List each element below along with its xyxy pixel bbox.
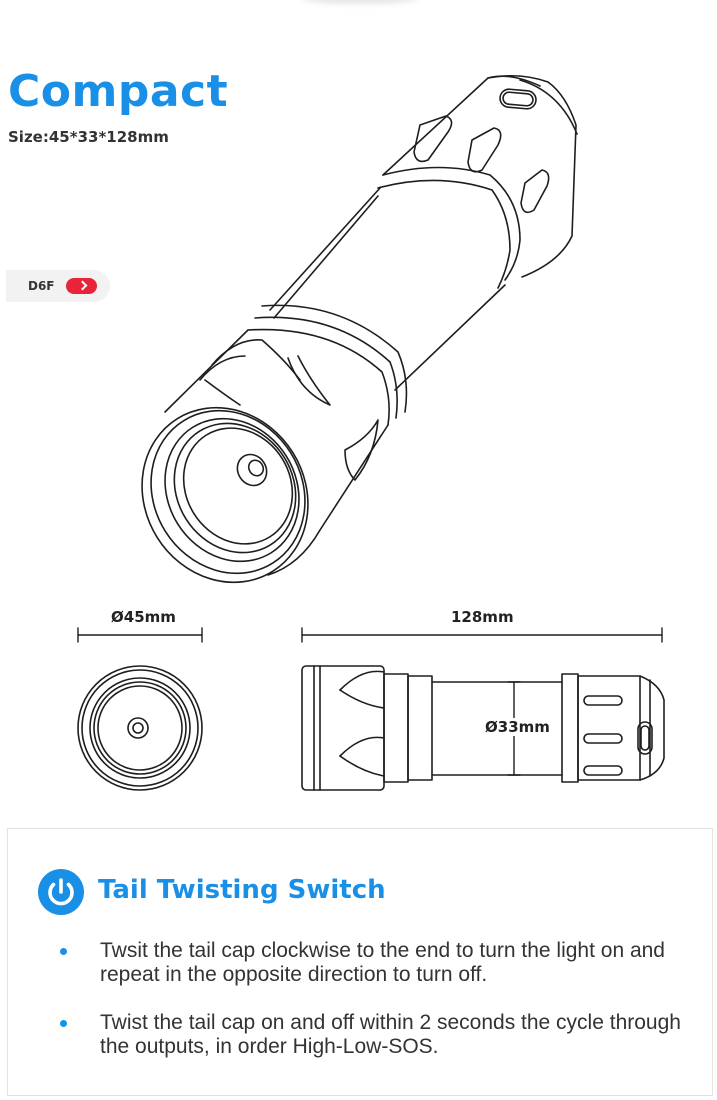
- feature-card: Tail Twisting Switch Twsit the tail cap …: [7, 828, 713, 1096]
- bullet-icon: [60, 1020, 67, 1027]
- list-item-text: Twsit the tail cap clockwise to the end …: [100, 939, 665, 986]
- feature-list: Twsit the tail cap clockwise to the end …: [8, 939, 714, 1083]
- bullet-icon: [60, 948, 67, 955]
- flashlight-perspective: [141, 74, 578, 584]
- dimension-head-diameter: Ø45mm: [111, 608, 176, 626]
- list-item: Twsit the tail cap clockwise to the end …: [8, 939, 714, 987]
- side-view: [301, 665, 665, 791]
- model-chip[interactable]: D6F: [6, 270, 110, 302]
- top-shadow: [300, 0, 420, 4]
- dimension-body-diameter: Ø33mm: [483, 718, 552, 736]
- power-icon: [38, 869, 84, 915]
- list-item: Twist the tail cap on and off within 2 s…: [8, 1011, 714, 1059]
- list-item-text: Twist the tail cap on and off within 2 s…: [100, 1011, 681, 1058]
- flashlight-illustration: [77, 74, 665, 791]
- dimension-lines: [77, 627, 663, 776]
- model-chip-label: D6F: [28, 279, 55, 293]
- feature-title: Tail Twisting Switch: [98, 875, 386, 905]
- page-title: Compact: [8, 66, 229, 117]
- size-spec: Size:45*33*128mm: [8, 128, 169, 146]
- chevron-right-icon[interactable]: [66, 278, 97, 294]
- front-view: [77, 665, 203, 791]
- dimension-length: 128mm: [451, 608, 514, 626]
